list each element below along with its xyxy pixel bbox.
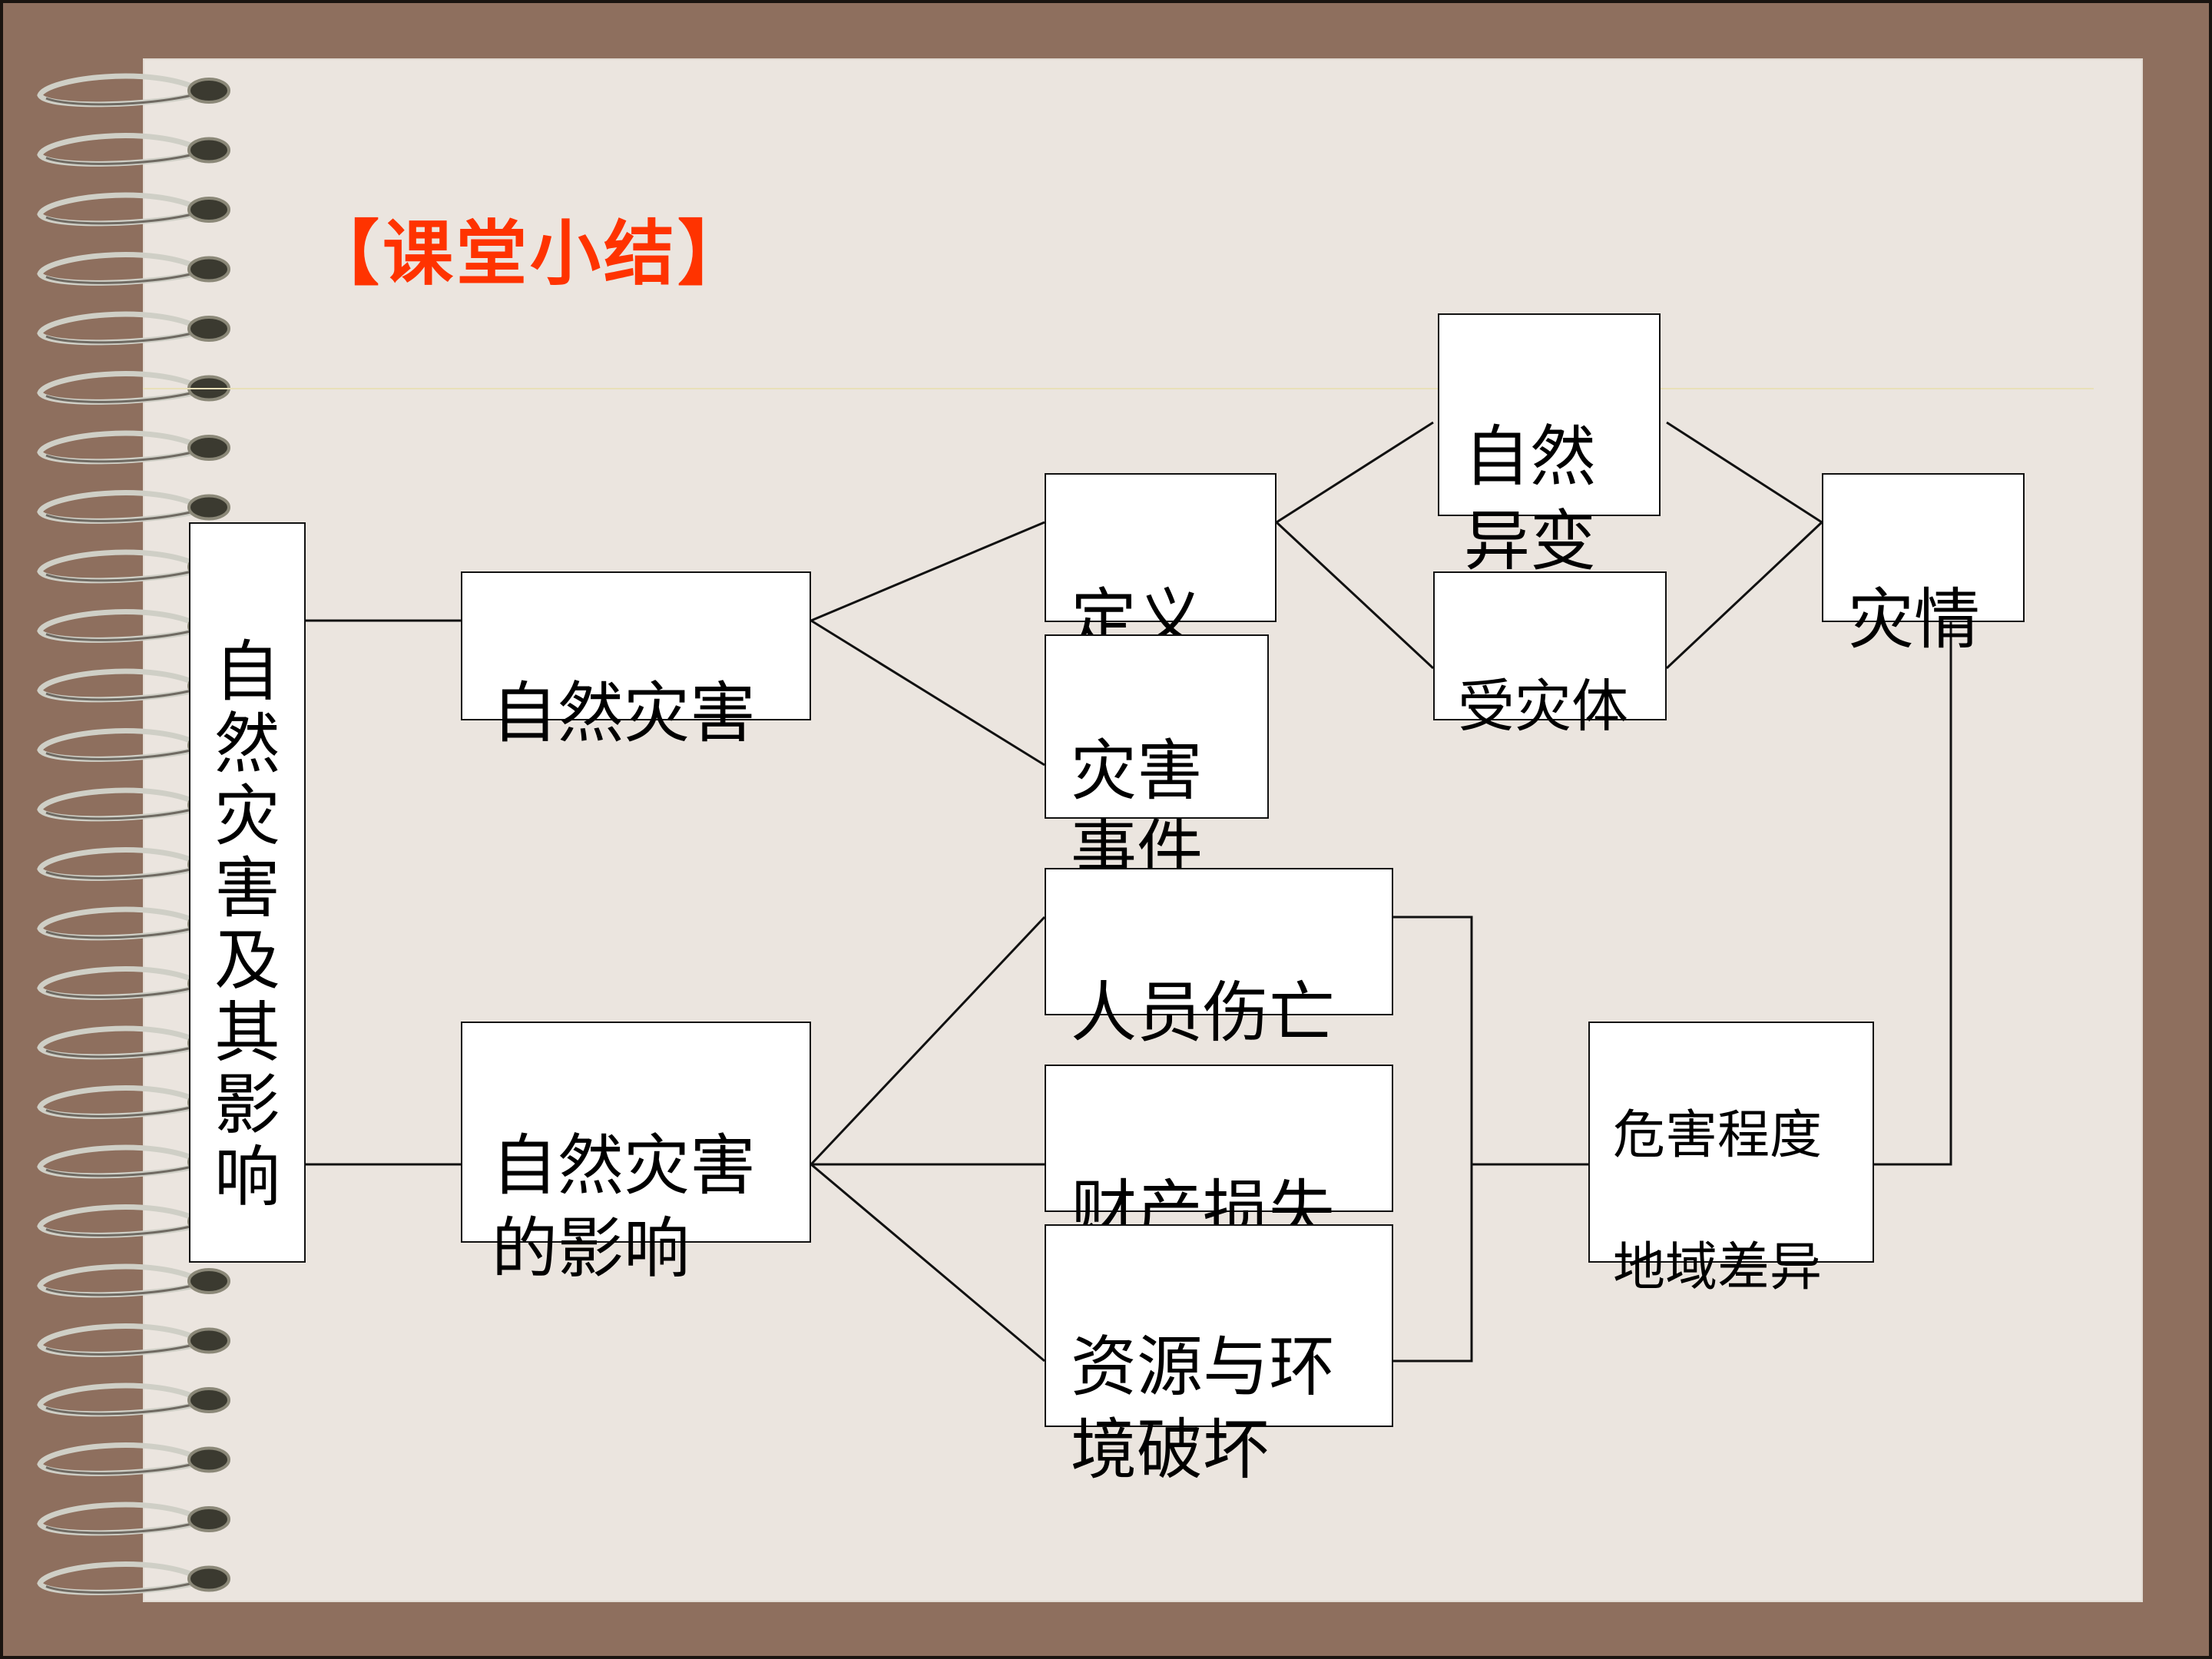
binding-hole: [187, 435, 230, 461]
disaster-situation-label: 灾情: [1848, 581, 1980, 658]
root-box: 自 然 灾 害 及 其 影 响: [189, 522, 306, 1263]
spiral-ring-shadow: [45, 1463, 193, 1475]
definition-box: 定义: [1045, 473, 1277, 658]
spiral-ring-shadow: [45, 1284, 193, 1296]
natural-variation-label: 自然 异变: [1464, 419, 1596, 580]
disaster-impact-box: 自然灾害 的影响: [461, 1022, 811, 1287]
spiral-ring-shadow: [45, 1225, 193, 1237]
binding-hole: [187, 1446, 230, 1473]
spiral-ring-shadow: [45, 332, 193, 344]
connector: [810, 916, 1046, 1166]
spiral-ring-shadow: [45, 927, 193, 939]
connector: [1275, 521, 1435, 670]
connector: [1666, 421, 1823, 524]
natural-disaster-box: 自然灾害: [461, 571, 811, 752]
casualties-label: 人员伤亡: [1071, 975, 1335, 1051]
affected-body-label: 受灾体: [1458, 674, 1628, 740]
page-title: 【课堂小结】: [309, 212, 752, 295]
connector: [810, 521, 1045, 622]
resource-damage-label: 资源与环 境破坏: [1071, 1329, 1335, 1488]
affected-body-box: 受灾体: [1433, 571, 1667, 740]
binding-hole: [187, 1327, 230, 1354]
severity-regional-label: 危害程度 地域差异: [1613, 1105, 1823, 1298]
binding-hole: [187, 256, 230, 283]
spiral-ring-shadow: [45, 987, 193, 998]
spiral-ring-shadow: [45, 1403, 193, 1416]
severity-regional-box: 危害程度 地域差异: [1588, 1022, 1874, 1298]
connector: [810, 1163, 1045, 1363]
spiral-ring-shadow: [45, 630, 193, 641]
disaster-event-label: 灾害 事件: [1071, 733, 1203, 889]
binding-hole: [187, 197, 230, 223]
spiral-ring-shadow: [45, 1344, 193, 1356]
spiral-ring-shadow: [45, 273, 193, 284]
disaster-event-box: 灾害 事件: [1045, 634, 1269, 889]
spiral-ring-shadow: [45, 868, 193, 879]
spiral-ring-shadow: [45, 749, 193, 760]
spiral-ring-shadow: [45, 1165, 193, 1177]
casualties-box: 人员伤亡: [1045, 868, 1393, 1051]
binding-hole: [187, 78, 230, 104]
spiral-ring-shadow: [45, 1106, 193, 1118]
binding-hole: [187, 1565, 230, 1592]
spiral-ring-shadow: [45, 451, 193, 463]
spiral-binding: [37, 73, 230, 1595]
binding-hole: [187, 1506, 230, 1532]
natural-variation-box: 自然 异变: [1438, 313, 1661, 580]
spiral-ring-shadow: [45, 94, 193, 106]
connector: [1665, 521, 1823, 670]
connector: [1276, 421, 1434, 524]
binding-hole: [187, 494, 230, 521]
root-label: 自 然 灾 害 及 其 影 响: [214, 634, 280, 1216]
spiral-ring-shadow: [45, 689, 193, 701]
spiral-ring-shadow: [45, 511, 193, 522]
spiral-ring-shadow: [45, 392, 193, 403]
connector: [810, 619, 1045, 767]
spiral-ring-shadow: [45, 1522, 193, 1535]
connector: [1393, 916, 1473, 1363]
binding-hole: [187, 1387, 230, 1413]
property-loss-box: 财产损失: [1045, 1065, 1393, 1250]
spiral-ring-shadow: [45, 154, 193, 165]
natural-disaster-label: 自然灾害: [492, 675, 756, 752]
disaster-impact-label: 自然灾害 的影响: [492, 1128, 756, 1287]
spiral-ring-shadow: [45, 1046, 193, 1058]
spiral-ring-shadow: [45, 808, 193, 820]
spiral-ring-shadow: [45, 1582, 193, 1594]
connector: [1874, 621, 1952, 1166]
spiral-ring-shadow: [45, 213, 193, 225]
spiral-ring-shadow: [45, 570, 193, 582]
disaster-situation-box: 灾情: [1822, 473, 2025, 658]
binding-hole: [187, 137, 230, 164]
binding-hole: [187, 1268, 230, 1294]
resource-damage-box: 资源与环 境破坏: [1045, 1224, 1393, 1488]
binding-hole: [187, 316, 230, 342]
divider-rule: [143, 388, 2094, 389]
